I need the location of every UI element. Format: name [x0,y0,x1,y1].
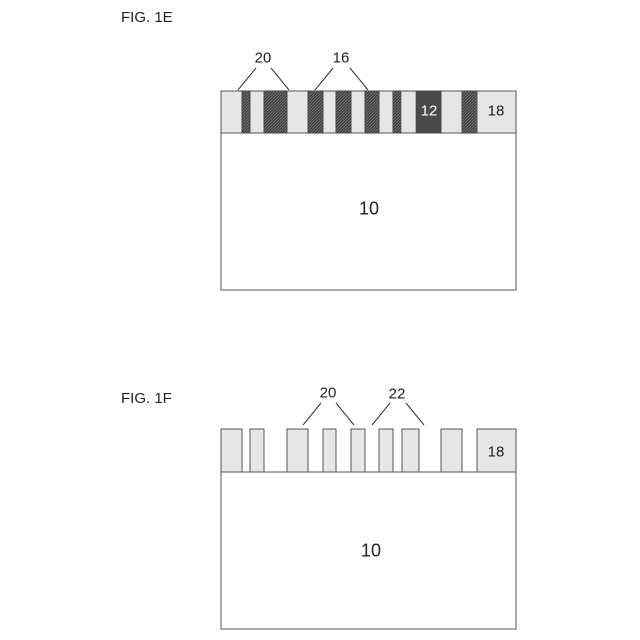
fig-1e-dark-region [242,91,250,133]
fig-1f-region-18-label: 18 [488,444,505,461]
fig-1e-callout-20-line [238,68,256,90]
fig-1e-light-block [441,91,462,133]
fig-1e-dark-region [264,91,287,133]
fig-1f-pillar [250,429,264,472]
fig-1e-light-block [351,91,365,133]
fig-1e-light-block [287,91,308,133]
fig-1f-callout-22-line [406,403,424,425]
fig-1e-dark-region [462,91,477,133]
fig-1f-pillar [221,429,242,472]
fig-1e-callout-20-line [271,68,289,90]
fig-1f-caption: FIG. 1F [121,390,172,407]
fig-1f-pillar [379,429,393,472]
fig-1e-substrate-label: 10 [359,199,379,220]
fig-1e-drawing [221,68,516,290]
fig-1f-pillar [323,429,336,472]
fig-1e-light-block [221,91,242,133]
fig-1f-callout-22-line [372,403,390,425]
fig-1f-callout-20-line [303,403,321,425]
fig-1f-callout-20-line [336,403,354,425]
fig-1e-dark-region [393,91,401,133]
fig-1f-drawing [221,403,516,629]
fig-1e-region-12-label: 12 [421,103,438,120]
fig-1e-light-block [379,91,393,133]
fig-1f-callout-22-label: 22 [389,386,406,403]
fig-1e-callout-16-line [350,68,368,90]
fig-1e-callout-16-line [315,68,333,90]
fig-1f-callout-20-label: 20 [320,385,337,402]
fig-1e-light-block [250,91,264,133]
fig-1e-dark-region [308,91,323,133]
fig-1e-dark-region [365,91,379,133]
fig-1e-region-18-label: 18 [488,103,505,120]
fig-1e-callout-16-label: 16 [333,50,350,67]
fig-1e-dark-region [336,91,351,133]
fig-1f-substrate-label: 10 [361,541,381,562]
fig-1f-pillar [351,429,365,472]
fig-1e-caption: FIG. 1E [121,9,173,26]
fig-1e-callout-20-label: 20 [255,50,272,67]
fig-1f-pillar [402,429,419,472]
fig-1f-pillar [287,429,308,472]
fig-1e-light-block [323,91,336,133]
fig-1f-pillar [441,429,462,472]
